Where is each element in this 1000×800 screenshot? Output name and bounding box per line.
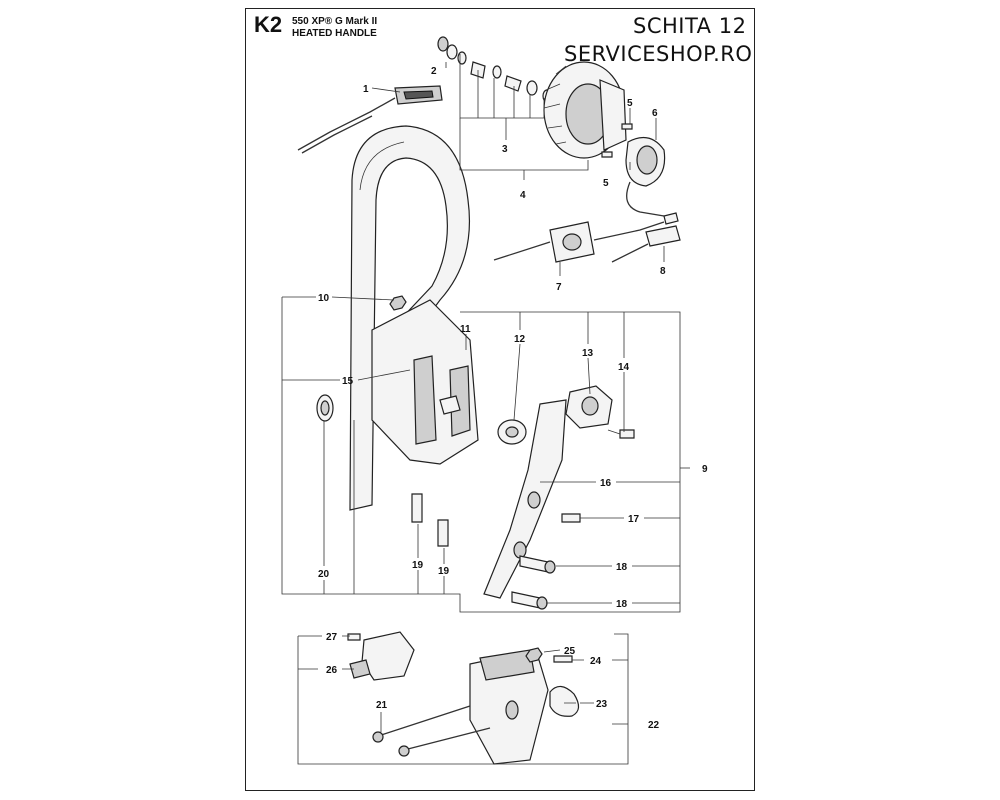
callout-25: 25	[564, 646, 576, 657]
callout-5a: 5	[627, 98, 633, 109]
callout-7: 7	[556, 282, 562, 293]
model-title: 550 XP® G Mark II HEATED HANDLE	[292, 16, 377, 40]
part-19-studs	[411, 493, 449, 547]
part-13-clamp	[565, 385, 613, 429]
part-5-screws	[601, 123, 633, 158]
callout-18a: 18	[616, 562, 628, 573]
callout-13: 13	[582, 348, 594, 359]
callout-12: 12	[514, 334, 526, 345]
part-18-bolts	[511, 555, 556, 610]
callout-23: 23	[596, 699, 608, 710]
part-22-housing	[469, 649, 549, 765]
part-15-handle-body	[371, 299, 479, 465]
callout-17: 17	[628, 514, 640, 525]
part-20-grommet	[316, 394, 334, 422]
callout-3: 3	[502, 144, 508, 155]
callout-14: 14	[618, 362, 630, 373]
part-16-bracket	[483, 399, 567, 599]
part-23-seal	[549, 685, 580, 717]
model-name: 550 XP® G Mark II	[292, 16, 378, 27]
callout-10: 10	[318, 293, 330, 304]
callout-24: 24	[590, 656, 602, 667]
part-10-nut	[389, 295, 407, 311]
callout-27: 27	[326, 632, 338, 643]
part-21-bolts	[372, 705, 491, 757]
part-6-coil	[625, 136, 666, 217]
callout-19b: 19	[438, 566, 450, 577]
callout-1: 1	[363, 84, 369, 95]
part-26-switch	[349, 631, 415, 681]
callout-9: 9	[702, 464, 708, 475]
part-4-fan-housing	[543, 61, 627, 159]
part-24-clip	[553, 655, 573, 663]
callout-2: 2	[431, 66, 437, 77]
callout-6: 6	[652, 108, 658, 119]
leader-lines	[281, 54, 690, 765]
callout-21: 21	[376, 700, 388, 711]
callout-15: 15	[342, 376, 354, 387]
part-7-gasket-cable	[493, 212, 679, 263]
part-25-nut	[525, 647, 543, 663]
part-8-connector	[611, 225, 681, 263]
callout-20: 20	[318, 569, 330, 580]
part-2-hardware	[437, 36, 552, 103]
part-27-screw	[347, 633, 361, 641]
part-1-cable	[297, 85, 443, 154]
callout-8: 8	[660, 266, 666, 277]
callout-5b: 5	[603, 178, 609, 189]
callout-26: 26	[326, 665, 338, 676]
part-17-screw	[561, 513, 581, 523]
part-12-cover	[497, 419, 527, 445]
section-title: HEATED HANDLE	[292, 28, 377, 39]
callout-18b: 18	[616, 599, 628, 610]
section-code: K2	[254, 12, 283, 37]
callout-labels: 1 2 3 4 5 5 6 7 8 9 10 11 12 13 14 15 16…	[318, 66, 708, 731]
schita-label: SCHITA 12	[633, 14, 747, 38]
callout-11: 11	[460, 324, 471, 335]
callout-19a: 19	[412, 560, 424, 571]
shop-label: SERVICESHOP.RO	[564, 42, 753, 66]
callout-4: 4	[520, 190, 526, 201]
callout-22: 22	[648, 720, 660, 731]
part-14-screw	[607, 429, 635, 439]
callout-16: 16	[600, 478, 612, 489]
